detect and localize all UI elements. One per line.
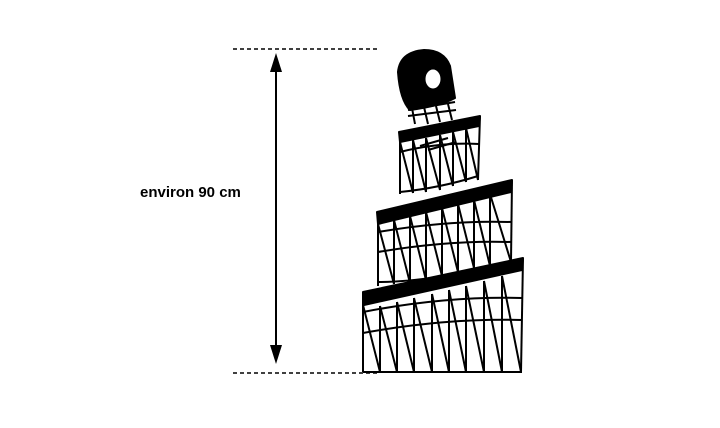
tower-tier-bottom [362, 257, 524, 373]
telescope-lens [425, 69, 441, 89]
height-arrow [270, 53, 282, 364]
arrow-head-top [270, 53, 282, 72]
height-dimension-label: environ 90 cm [140, 184, 241, 201]
spiral-tower-illustration [362, 49, 524, 373]
tower-tier-middle [376, 179, 513, 286]
tower-tier-top [398, 115, 481, 194]
tower-neck-brackets [407, 103, 457, 125]
arrow-head-bottom [270, 345, 282, 364]
telescope-head [397, 49, 456, 111]
